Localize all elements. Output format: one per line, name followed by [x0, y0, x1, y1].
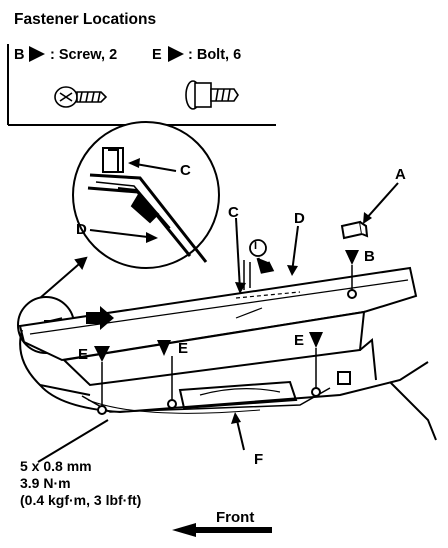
torque-spec-nm: 3.9 N·m [20, 475, 71, 491]
torque-spec-alt: (0.4 kgf·m, 3 lbf·ft) [20, 492, 142, 508]
callout-b: B [364, 248, 375, 265]
bolt-marker-icon [168, 46, 184, 62]
screw-legend-letter: B [14, 47, 25, 63]
clip-a-icon [340, 220, 369, 240]
callout-i: I [254, 240, 258, 252]
detail-inset [72, 121, 220, 269]
callout-c-inset: C [180, 162, 191, 179]
fastener-markers [94, 250, 359, 362]
door-arrow-icon [86, 306, 114, 330]
callout-e-2: E [178, 340, 189, 357]
screw-icon [54, 86, 108, 108]
front-arrow-icon [172, 523, 272, 537]
callout-a: A [395, 166, 406, 183]
callout-f: F [254, 451, 264, 468]
bolt-legend-letter: E [152, 47, 162, 63]
callout-c-door: C [228, 204, 239, 221]
door-trim-panel [18, 260, 437, 441]
callout-d-inset: D [76, 221, 87, 238]
bolt-icon [185, 80, 239, 110]
front-label: Front [216, 509, 255, 526]
page-title: Fastener Locations [14, 11, 157, 28]
step-i-circle [249, 239, 267, 257]
callout-d-door: D [294, 210, 305, 227]
callout-arrowheads [128, 158, 372, 424]
callout-e-3: E [294, 332, 305, 349]
screw-legend-text: : Screw, 2 [50, 47, 118, 63]
screw-marker-icon [29, 46, 45, 62]
bolt-stems [101, 265, 353, 406]
callout-e-1: E [78, 346, 89, 363]
torque-spec-size: 5 x 0.8 mm [20, 458, 92, 474]
inset-leader-lines [39, 256, 88, 299]
callout-leaders [37, 162, 399, 463]
bolt-legend-text: : Bolt, 6 [188, 47, 242, 63]
